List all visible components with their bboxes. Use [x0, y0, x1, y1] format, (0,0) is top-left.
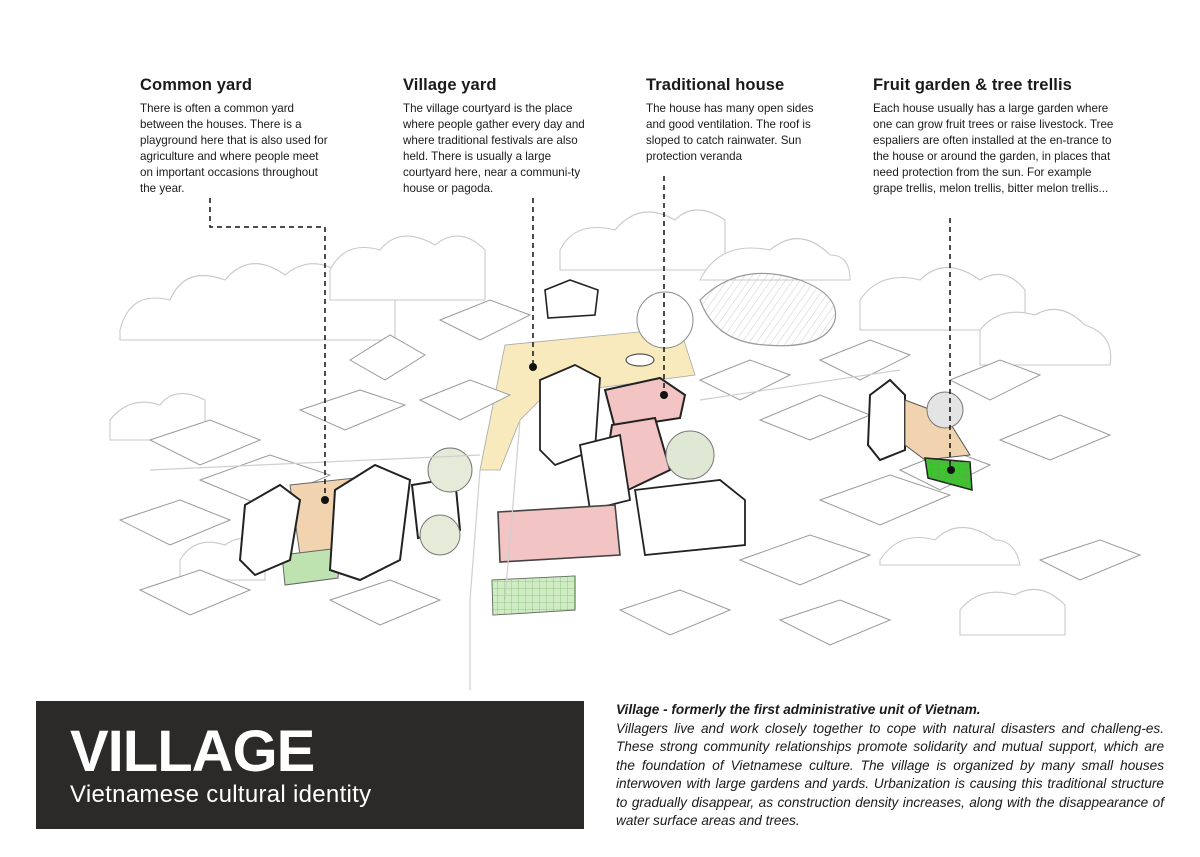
village-well [625, 353, 655, 367]
fruit-garden-trellis [925, 458, 972, 490]
annotation-village-yard: Village yard The village courtyard is th… [403, 76, 589, 197]
common-yard-houses [238, 463, 462, 582]
annotation-text: The village courtyard is the place where… [403, 102, 585, 195]
annotation-common-yard: Common yard There is often a common yard… [140, 76, 330, 197]
description: Village - formerly the first administrat… [616, 701, 1164, 831]
center-houses [539, 364, 746, 556]
pink-house [497, 504, 621, 563]
leader-lines [209, 176, 951, 500]
tree [419, 514, 461, 556]
common-garden [281, 547, 341, 586]
tree [926, 391, 964, 429]
garden-plot [492, 576, 575, 615]
tree-canopy [109, 209, 1112, 636]
annotation-fruit-garden: Fruit garden & tree trellis Each house u… [873, 76, 1123, 197]
annotation-traditional-house: Traditional house The house has many ope… [646, 76, 826, 165]
annotation-title: Fruit garden & tree trellis [873, 76, 1072, 94]
tree [665, 430, 715, 480]
page-subtitle: Vietnamese cultural identity [70, 781, 372, 808]
title-box: VILLAGE Vietnamese cultural identity [36, 701, 584, 829]
background-houses [118, 299, 1142, 646]
garden-house [866, 378, 906, 462]
village-sketch [109, 176, 1142, 690]
traditional-house-roof [603, 376, 687, 430]
description-body: Villagers live and work closely together… [616, 720, 1164, 829]
small-house [544, 279, 599, 319]
page-title: VILLAGE [70, 719, 315, 784]
leader-dots [321, 363, 955, 504]
roads [149, 369, 901, 690]
tree [636, 291, 694, 349]
annotation-title: Village yard [403, 76, 497, 94]
description-title: Village - formerly the first administrat… [616, 702, 981, 717]
pond [699, 272, 837, 347]
annotation-text: There is often a common yard between the… [140, 102, 328, 195]
tree [427, 447, 473, 493]
annotation-text: The house has many open sides and good v… [646, 102, 814, 163]
annotation-text: Each house usually has a large garden wh… [873, 102, 1114, 195]
annotation-title: Traditional house [646, 76, 785, 94]
annotation-title: Common yard [140, 76, 253, 94]
